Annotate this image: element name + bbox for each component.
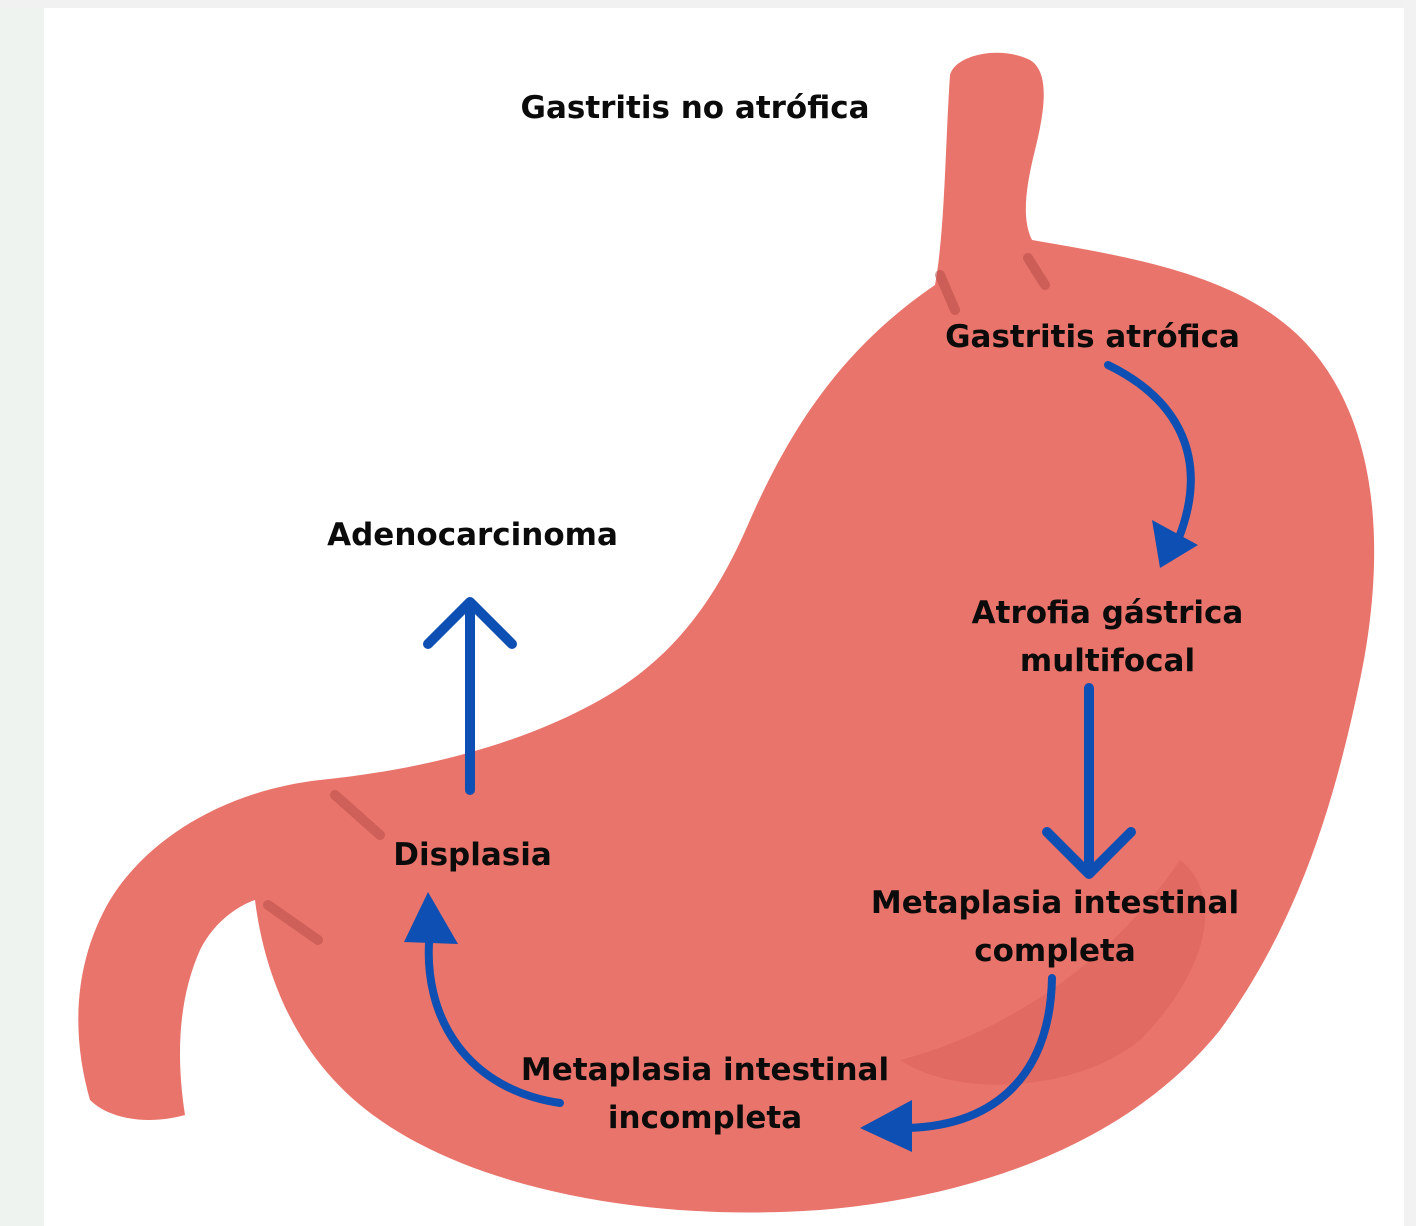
label-complete-metaplasia: Metaplasia intestinal completa (850, 879, 1260, 975)
top-background-strip (0, 0, 1416, 8)
label-adenocarcinoma: Adenocarcinoma (300, 511, 645, 559)
label-non-atrophic-gastritis: Gastritis no atrófica (470, 84, 920, 132)
label-incomplete-metaplasia: Metaplasia intestinal incompleta (500, 1046, 910, 1142)
left-background-strip (0, 0, 44, 1226)
label-multifocal-atrophy: Atrofia gástrica multifocal (940, 589, 1275, 685)
label-dysplasia: Displasia (370, 831, 575, 879)
right-background-strip (1404, 0, 1416, 1226)
label-atrophic-gastritis: Gastritis atrófica (920, 313, 1265, 361)
